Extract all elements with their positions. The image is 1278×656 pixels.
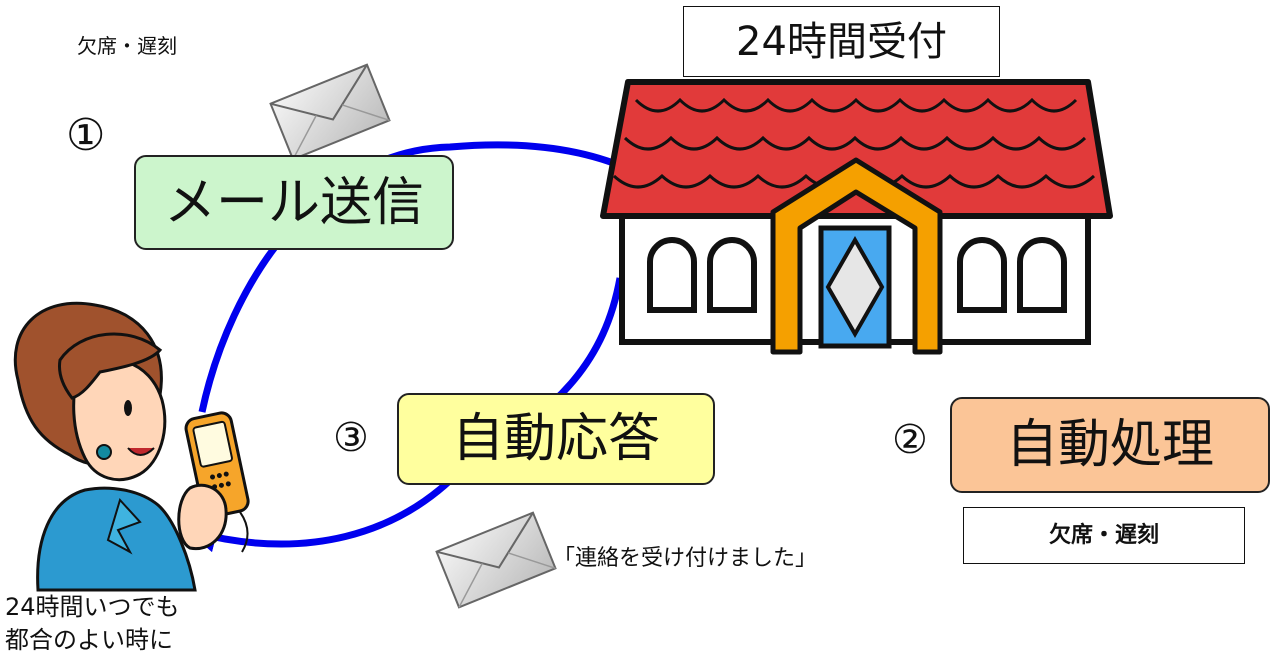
step-number-2: ② xyxy=(892,417,928,463)
envelope-icon xyxy=(269,63,391,161)
house-icon xyxy=(600,79,1113,355)
step-label-send-mail: メール送信 xyxy=(134,155,454,250)
step-label-auto-reply: 自動応答 xyxy=(397,393,715,485)
person-caption-line-2: 都合のよい時に xyxy=(5,626,173,654)
person-caption-line-1: 24時間いつでも xyxy=(5,593,180,621)
top-left-caption: 欠席・遅刻 xyxy=(77,34,177,58)
step-label-auto-process: 自動処理 xyxy=(950,397,1270,493)
step-number-3: ③ xyxy=(333,415,369,461)
reply-message: 「連絡を受け付けました」 xyxy=(553,546,818,571)
envelope-icon xyxy=(435,511,557,609)
reception-title: 24時間受付 xyxy=(683,6,1000,77)
step-number-1: ① xyxy=(66,110,106,161)
person-icon xyxy=(13,301,250,592)
send-arrow xyxy=(198,141,643,413)
result-box: 欠席・遅刻 xyxy=(963,507,1245,564)
